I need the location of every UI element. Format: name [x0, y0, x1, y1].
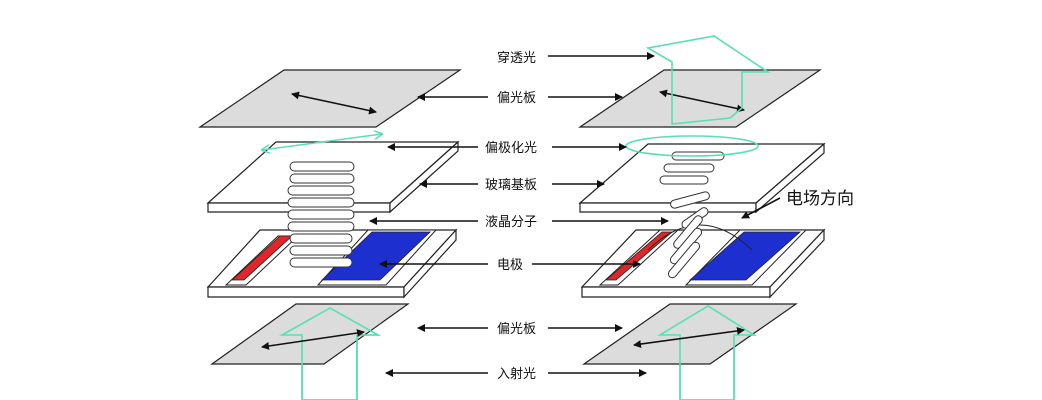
right-transmitted-light-arrow	[645, 35, 771, 125]
pointer-electric-field-direction	[741, 197, 781, 219]
right-electric-field-arc	[647, 224, 753, 251]
right-top-polarizer-axis-arrow	[659, 89, 745, 113]
label-polarizer-top: 偏光板	[497, 91, 536, 106]
left-top-polarizer	[198, 69, 462, 128]
right-bottom-polarizer	[582, 303, 798, 365]
right-bottom-polarizer-axis-arrow	[633, 326, 745, 349]
left-top-polarizer-axis-arrow	[291, 91, 377, 115]
right-upper-glass-substrate	[578, 142, 826, 214]
right-blue-electrode	[684, 229, 808, 286]
left-bottom-polarizer-axis-arrow	[261, 329, 365, 350]
right-top-polarizer	[578, 69, 822, 128]
left-stack	[198, 69, 462, 400]
right-lower-glass-substrate	[580, 228, 826, 299]
left-liquid-crystal-molecules	[287, 161, 355, 268]
label-transmitted-light: 穿透光	[497, 50, 536, 66]
right-stack	[578, 35, 826, 400]
label-incident-light: 入射光	[497, 366, 536, 382]
label-liquid-crystal: 液晶分子	[485, 215, 537, 230]
center-labels: 穿透光 偏光板 偏极化光 玻璃基板 液晶分子 电极 偏光板 入射光 电场方向	[369, 50, 854, 382]
left-blue-electrode	[316, 229, 438, 286]
label-polarized-light: 偏极化光	[485, 141, 537, 156]
left-polarized-light-arrow	[262, 134, 382, 150]
label-electrode: 电极	[497, 258, 523, 273]
right-liquid-crystal-molecules	[659, 151, 725, 279]
label-polarizer-bottom: 偏光板	[497, 322, 536, 337]
left-bottom-polarizer	[210, 303, 410, 365]
label-glass-substrate: 玻璃基板	[485, 178, 537, 193]
label-electric-field-direction: 电场方向	[786, 189, 854, 209]
